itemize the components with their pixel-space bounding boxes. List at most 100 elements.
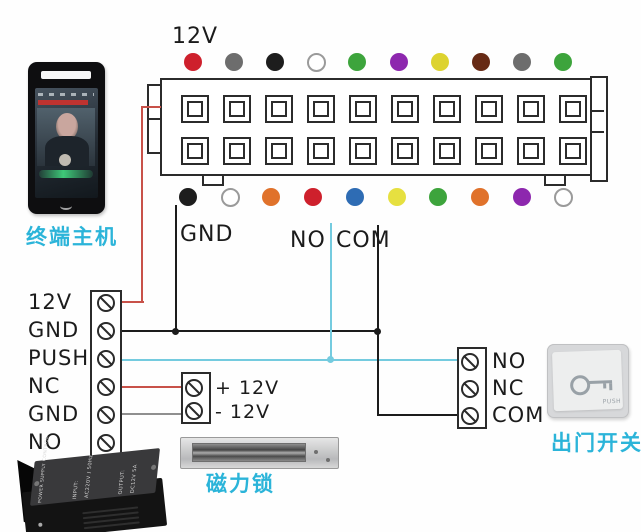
psu-text-input: INPUT:	[71, 480, 80, 500]
wire-color-dot	[266, 53, 285, 71]
wire-no	[330, 223, 332, 360]
wire-color-dot	[512, 53, 531, 71]
connector-pin-terminal	[181, 95, 209, 123]
pin-label-com-exit: COM	[492, 403, 545, 427]
wire-12v	[141, 106, 143, 303]
connector-pin-terminal	[349, 95, 377, 123]
psu-text-output: OUTPUT:	[117, 469, 127, 495]
maglock-label: 磁力锁	[206, 472, 275, 496]
magnetic-lock	[180, 437, 339, 469]
wire-color-dot	[471, 53, 490, 71]
connector-pin-terminal	[349, 137, 377, 165]
pin-label-plus12v: + 12V	[215, 377, 280, 399]
pin-label-nc-exit: NC	[492, 376, 525, 400]
face-image	[56, 113, 78, 140]
psu-led	[38, 522, 43, 527]
wire-gnd	[175, 205, 177, 331]
connector-pin-terminal	[433, 95, 461, 123]
connector-pin-terminal	[265, 137, 293, 165]
wire-com	[377, 414, 458, 416]
connector-pin-terminal	[223, 95, 251, 123]
pin-label-12v: 12V	[28, 290, 73, 314]
connector-12v-label: 12V	[172, 24, 219, 49]
connector-pin-terminal	[223, 137, 251, 165]
screw-terminal-no-exit	[461, 353, 479, 371]
pin-label-minus12v: - 12V	[215, 401, 271, 423]
screw-terminal-minus12v	[185, 402, 203, 420]
push-text: PUSH	[602, 397, 622, 406]
exit-push-button: PUSH	[547, 344, 629, 418]
connector-pin-terminal	[265, 95, 293, 123]
wire-gnd	[120, 330, 379, 332]
lock-screw	[314, 450, 318, 454]
connector-right-notch	[592, 110, 604, 112]
device-logo-icon	[60, 202, 72, 210]
psu-screw	[34, 480, 40, 487]
connector-pin-terminal	[433, 137, 461, 165]
device-speaker-slot	[41, 71, 91, 79]
junction-dot	[172, 328, 179, 335]
pin-label-gnd: GND	[28, 318, 80, 342]
junction-dot	[327, 356, 334, 363]
wire-color-dot	[262, 188, 281, 206]
connector-pin-terminal	[559, 137, 587, 165]
wire-color-dot	[554, 188, 574, 207]
psu-text-output-spec: DC12V 5A	[129, 463, 139, 494]
wire-color-dot	[512, 188, 531, 206]
screw-terminal-12v	[97, 294, 115, 312]
wire-color-dot	[220, 188, 240, 207]
screw-terminal-no	[97, 434, 115, 452]
connector-bottom-tab	[544, 175, 566, 186]
wire-color-dot	[430, 53, 449, 71]
screw-terminal-nc-exit	[461, 380, 479, 398]
wire-color-dot	[553, 53, 572, 71]
pin-label-nc: NC	[28, 374, 61, 398]
key-icon	[569, 374, 591, 396]
screw-terminal-gnd	[97, 322, 115, 340]
connector-right-tab	[590, 76, 608, 182]
screw-terminal-nc	[97, 378, 115, 396]
connector-pin-terminal	[307, 95, 335, 123]
device-status-bar	[38, 93, 94, 96]
connector-pin-terminal	[307, 137, 335, 165]
wire-12v	[143, 106, 161, 108]
wire-color-dot	[179, 188, 197, 206]
wire-nc-to-lock	[120, 386, 183, 388]
wire-color-dot	[184, 53, 202, 71]
pin-label-gnd2: GND	[28, 402, 80, 426]
psu-text-input-spec: AC220V / 50Hz	[83, 454, 95, 499]
face-terminal-device	[28, 62, 105, 214]
connector-pin-terminal	[475, 95, 503, 123]
connector-pin-terminal	[475, 137, 503, 165]
connector-right-notch	[592, 131, 604, 133]
screw-terminal-com-exit	[461, 407, 479, 425]
exit-switch-label: 出门开关	[551, 431, 641, 455]
gnd-net-label: GND	[180, 222, 234, 247]
wire-color-dot	[225, 53, 244, 71]
wire-color-dot	[429, 188, 448, 206]
terminal-device-label: 终端主机	[26, 225, 118, 249]
connector-pin-terminal	[517, 95, 545, 123]
wire-push	[120, 359, 458, 361]
key-icon-tooth	[609, 383, 613, 391]
screw-terminal-gnd2	[97, 406, 115, 424]
wire-com	[377, 225, 379, 416]
psu-screw	[150, 464, 157, 471]
key-icon-tooth	[603, 383, 607, 389]
wire-color-dot	[345, 188, 364, 206]
wire-color-dot	[304, 188, 323, 206]
wire-color-dot	[389, 53, 408, 71]
wire-12v	[112, 301, 144, 303]
wire-color-dot	[348, 53, 367, 71]
pin-label-no: NO	[28, 430, 63, 454]
wire-color-dot	[470, 188, 489, 206]
magnet-face	[192, 443, 306, 462]
wire-gnd-to-lock	[120, 413, 183, 415]
psu-text-brand: POWER SUPPLY CONTROL	[38, 435, 51, 504]
lock-screw	[326, 458, 330, 462]
com-net-label: COM	[336, 228, 391, 253]
no-net-label: NO	[290, 228, 326, 253]
screw-terminal-plus12v	[185, 379, 203, 397]
connector-pin-terminal	[181, 137, 209, 165]
